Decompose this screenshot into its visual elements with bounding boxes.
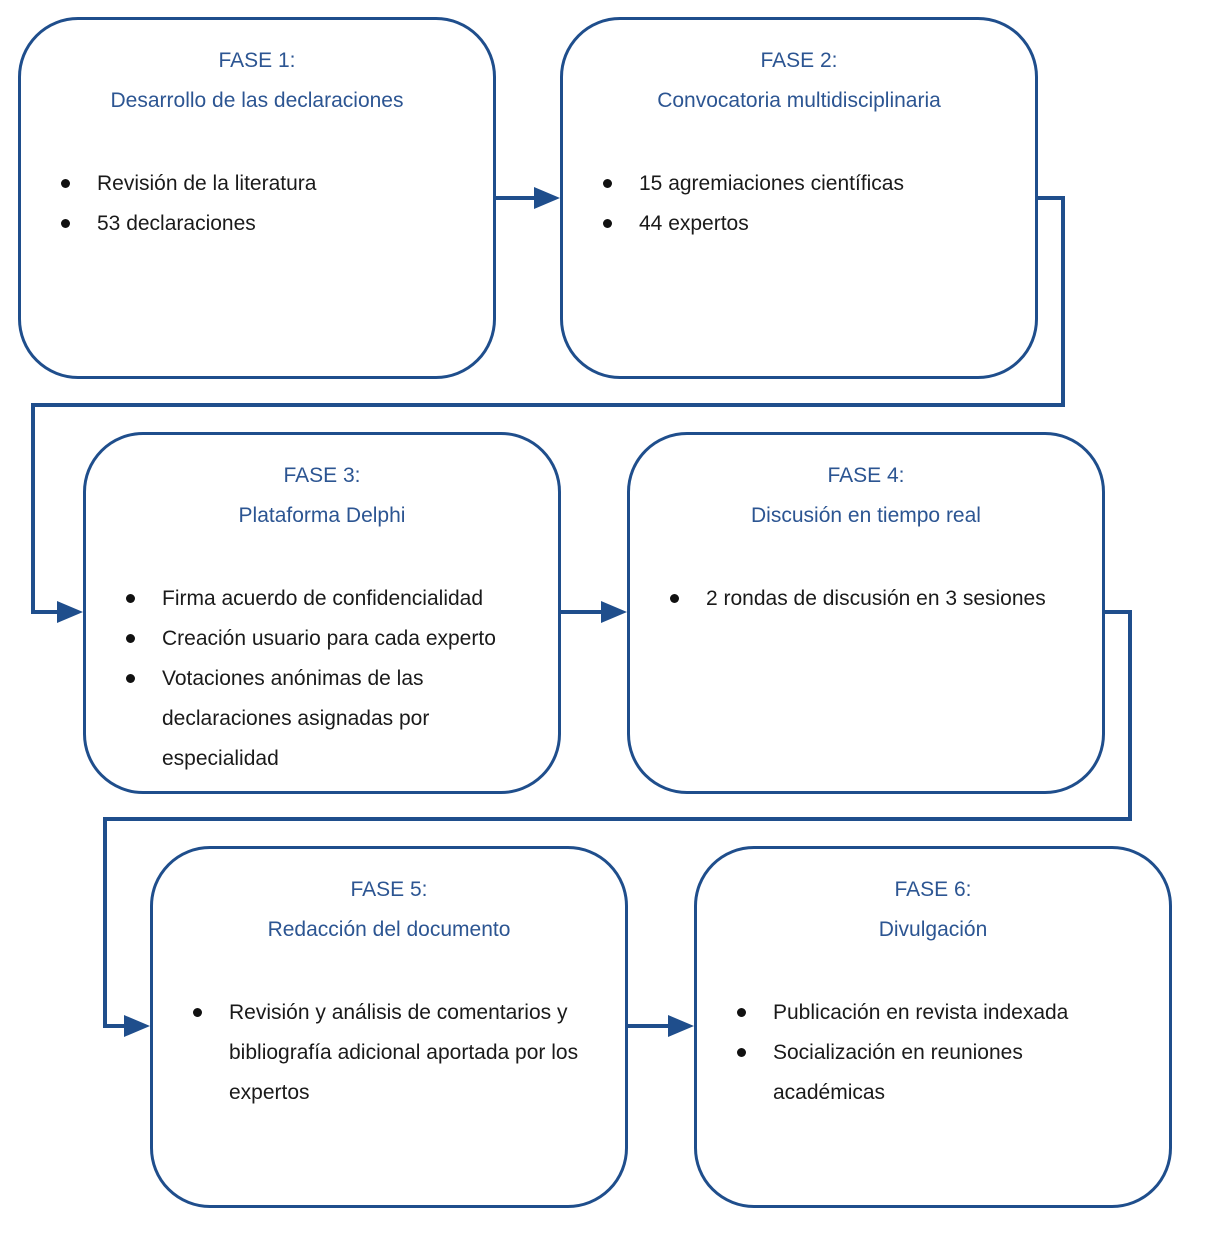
- arrowhead-phase-5: [124, 1015, 150, 1037]
- phase-5-box: FASE 5: Redacción del documento Revisión…: [150, 846, 628, 1208]
- arrow-phase-2-to-3: [31, 196, 1065, 614]
- bullet-icon: [126, 594, 135, 603]
- arrowhead-phase-2: [534, 187, 560, 209]
- phase-4-box: FASE 4: Discusión en tiempo real 2 ronda…: [627, 432, 1105, 794]
- arrowhead-phase-3: [57, 601, 83, 623]
- arrow-phase-4-to-5: [103, 610, 1132, 1028]
- list-item: 53 declaraciones: [57, 204, 473, 244]
- phase-2-title: Convocatoria multidisciplinaria: [657, 89, 941, 112]
- list-item-text: 2 rondas de discusión en 3 sesiones: [706, 587, 1046, 610]
- list-item-text: Firma acuerdo de confidencialidad: [162, 587, 484, 610]
- list-item-text: Socialización en reuniones académicas: [773, 1041, 1023, 1104]
- phase-3-items: Firma acuerdo de confidencialidad Creaci…: [122, 579, 528, 779]
- bullet-icon: [603, 219, 612, 228]
- list-item: Socialización en reuniones académicas: [733, 1033, 1109, 1113]
- bullet-icon: [193, 1008, 202, 1017]
- list-item-text: Revisión y análisis de comentarios y bib…: [229, 1001, 579, 1104]
- list-item: Publicación en revista indexada: [733, 993, 1109, 1033]
- phase-3-label: FASE 3:: [283, 464, 361, 487]
- list-item: Votaciones anónimas de las declaraciones…: [122, 659, 528, 779]
- phase-6-items: Publicación en revista indexada Socializ…: [733, 993, 1109, 1113]
- list-item: Creación usuario para cada experto: [122, 619, 528, 659]
- phase-4-items: 2 rondas de discusión en 3 sesiones: [666, 579, 1082, 619]
- phase-3-box: FASE 3: Plataforma Delphi Firma acuerdo …: [83, 432, 561, 794]
- phase-1-items: Revisión de la literatura 53 declaracion…: [57, 164, 473, 244]
- list-item-text: 15 agremiaciones científicas: [639, 172, 904, 195]
- phase-4-label: FASE 4:: [827, 464, 905, 487]
- phase-5-title: Redacción del documento: [267, 918, 511, 941]
- arrowhead-phase-6: [668, 1015, 694, 1037]
- list-item-text: 53 declaraciones: [97, 212, 256, 235]
- phase-2-items: 15 agremiaciones científicas 44 expertos: [599, 164, 1015, 244]
- phase-6-title: Divulgación: [878, 918, 988, 941]
- phase-1-title: Desarrollo de las declaraciones: [110, 89, 404, 112]
- arrowhead-phase-4: [601, 601, 627, 623]
- list-item: 2 rondas de discusión en 3 sesiones: [666, 579, 1082, 619]
- bullet-icon: [61, 219, 70, 228]
- phase-2-box: FASE 2: Convocatoria multidisciplinaria …: [560, 17, 1038, 379]
- phase-1-label: FASE 1:: [218, 49, 296, 72]
- bullet-icon: [61, 179, 70, 188]
- bullet-icon: [737, 1008, 746, 1017]
- bullet-icon: [126, 674, 135, 683]
- list-item-text: Publicación en revista indexada: [773, 1001, 1069, 1024]
- phase-2-label: FASE 2:: [760, 49, 838, 72]
- list-item: Revisión y análisis de comentarios y bib…: [189, 993, 601, 1113]
- list-item-text: 44 expertos: [639, 212, 749, 235]
- bullet-icon: [670, 594, 679, 603]
- list-item-text: Votaciones anónimas de las declaraciones…: [162, 667, 430, 770]
- phase-6-box: FASE 6: Divulgación Publicación en revis…: [694, 846, 1172, 1208]
- list-item: 15 agremiaciones científicas: [599, 164, 1015, 204]
- bullet-icon: [603, 179, 612, 188]
- bullet-icon: [737, 1048, 746, 1057]
- list-item-text: Revisión de la literatura: [97, 172, 317, 195]
- phase-6-label: FASE 6:: [894, 878, 972, 901]
- phase-4-title: Discusión en tiempo real: [751, 504, 981, 527]
- phase-5-items: Revisión y análisis de comentarios y bib…: [189, 993, 601, 1113]
- list-item: Revisión de la literatura: [57, 164, 473, 204]
- phase-3-title: Plataforma Delphi: [238, 504, 406, 527]
- list-item: Firma acuerdo de confidencialidad: [122, 579, 528, 619]
- list-item-text: Creación usuario para cada experto: [162, 627, 496, 650]
- phase-5-label: FASE 5:: [350, 878, 428, 901]
- bullet-icon: [126, 634, 135, 643]
- phase-1-box: FASE 1: Desarrollo de las declaraciones …: [18, 17, 496, 379]
- list-item: 44 expertos: [599, 204, 1015, 244]
